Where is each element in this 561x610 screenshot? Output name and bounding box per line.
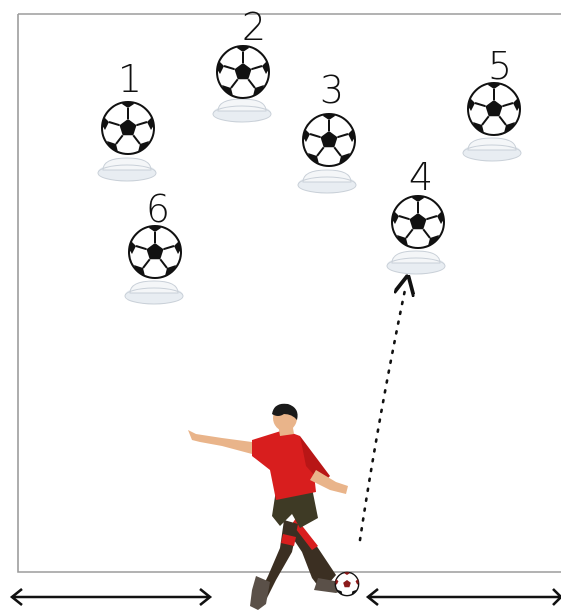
cone-1 [98, 158, 156, 181]
target-label-6: 6 [146, 187, 170, 231]
kicking-player-figure [188, 404, 348, 610]
target-4: 4 [387, 155, 445, 274]
cone-5 [463, 138, 521, 161]
player-ball-icon [335, 572, 358, 595]
target-6: 6 [125, 187, 183, 304]
soccer-ball-3-icon [303, 114, 355, 166]
target-3: 3 [298, 68, 356, 193]
target-1: 1 [98, 57, 156, 181]
soccer-ball-2-icon [217, 46, 269, 98]
cone-6 [125, 281, 183, 304]
cone-4 [387, 251, 445, 274]
cone-2 [213, 99, 271, 122]
target-label-2: 2 [242, 5, 266, 49]
target-label-5: 5 [488, 44, 512, 88]
soccer-ball-5-icon [468, 83, 520, 135]
target-label-3: 3 [320, 68, 344, 112]
soccer-ball-1-icon [102, 102, 154, 154]
soccer-ball-4-icon [392, 196, 444, 248]
target-label-4: 4 [409, 155, 433, 199]
target-5: 5 [463, 44, 521, 161]
right-width-arrow [368, 589, 561, 605]
shot-path-arrow [360, 285, 406, 540]
target-label-1: 1 [118, 57, 142, 101]
soccer-ball-6-icon [129, 226, 181, 278]
cone-3 [298, 170, 356, 193]
target-2: 2 [213, 5, 271, 122]
left-width-arrow [12, 589, 210, 605]
